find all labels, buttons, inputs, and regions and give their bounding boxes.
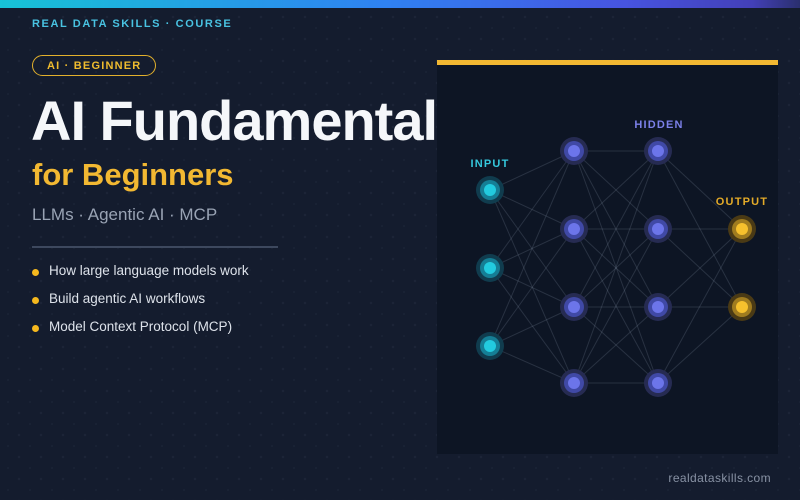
level-badge: AI · BEGINNER xyxy=(32,55,157,76)
website-url: realdataskills.com xyxy=(668,471,771,485)
hidden-layer-2-node xyxy=(644,293,672,321)
topics-tagline: LLMs · Agentic AI · MCP xyxy=(32,205,218,224)
list-item-label: How large language models work xyxy=(49,263,249,278)
input-layer-node xyxy=(476,254,504,282)
input-layer-node xyxy=(476,332,504,360)
hidden-layer-1-node xyxy=(560,137,588,165)
bullet-dot-icon xyxy=(32,325,39,332)
hidden-layer-1-node xyxy=(560,215,588,243)
panel-accent-bar xyxy=(437,60,778,65)
output-layer-node xyxy=(728,293,756,321)
hidden-layer-2-node xyxy=(644,137,672,165)
input-label: INPUT xyxy=(470,158,510,170)
input-layer-node xyxy=(476,176,504,204)
feature-list: How large language models work Build age… xyxy=(32,260,249,344)
list-item: Build agentic AI workflows xyxy=(32,288,249,316)
list-item: Model Context Protocol (MCP) xyxy=(32,316,249,344)
network-connections xyxy=(489,150,743,384)
page-title: AI Fundamental xyxy=(31,89,438,152)
list-item: How large language models work xyxy=(32,260,249,288)
top-gradient-bar xyxy=(0,0,800,8)
hidden-layer-2-node xyxy=(644,369,672,397)
hidden-layer-2-node xyxy=(644,215,672,243)
page-subtitle: for Beginners xyxy=(32,157,234,192)
output-label: OUTPUT xyxy=(715,196,769,208)
output-layer-node xyxy=(728,215,756,243)
bullet-dot-icon xyxy=(32,269,39,276)
list-item-label: Model Context Protocol (MCP) xyxy=(49,319,233,334)
divider-line xyxy=(32,246,278,248)
hidden-label: HIDDEN xyxy=(634,119,684,131)
network-panel: INPUT HIDDEN OUTPUT xyxy=(437,60,778,454)
list-item-label: Build agentic AI workflows xyxy=(49,291,206,306)
bullet-dot-icon xyxy=(32,297,39,304)
kicker-text: REAL DATA SKILLS · COURSE xyxy=(32,18,233,30)
hidden-layer-1-node xyxy=(560,369,588,397)
hidden-layer-1-node xyxy=(560,293,588,321)
